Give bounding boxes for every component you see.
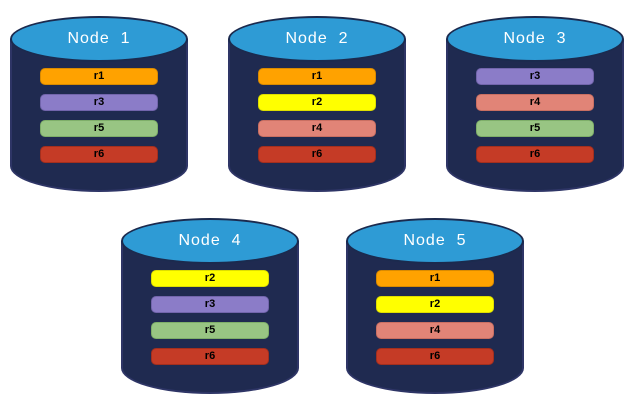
- replica-bar: r2: [151, 270, 269, 287]
- cylinder-body: [446, 39, 624, 192]
- replica-bar: r6: [258, 146, 376, 163]
- node-title: Node 1: [67, 30, 131, 47]
- db-node-2: Node 2 r1 r2 r4 r6: [228, 16, 406, 192]
- db-node-1: Node 1 r1 r3 r5 r6: [10, 16, 188, 192]
- replica-bar: r3: [151, 296, 269, 313]
- replica-bar: r6: [376, 348, 494, 365]
- node-title: Node 2: [285, 30, 349, 47]
- replica-bar: r4: [258, 120, 376, 137]
- replica-bar: r2: [376, 296, 494, 313]
- cylinder-body: [10, 39, 188, 192]
- replica-bar: r1: [40, 68, 158, 85]
- cylinder-body: [121, 241, 299, 394]
- node-title: Node 4: [178, 232, 242, 249]
- replica-list: r1 r3 r5 r6: [10, 68, 188, 163]
- cylinder-top: Node 5: [346, 218, 524, 264]
- node-title: Node 3: [503, 30, 567, 47]
- db-node-5: Node 5 r1 r2 r4 r6: [346, 218, 524, 394]
- replica-bar: r5: [40, 120, 158, 137]
- cylinder-top: Node 2: [228, 16, 406, 62]
- replica-bar: r4: [476, 94, 594, 111]
- replica-bar: r5: [476, 120, 594, 137]
- replica-bar: r4: [376, 322, 494, 339]
- replica-bar: r3: [476, 68, 594, 85]
- replica-list: r1 r2 r4 r6: [228, 68, 406, 163]
- cylinder-body: [228, 39, 406, 192]
- replica-bar: r6: [151, 348, 269, 365]
- replica-bar: r1: [258, 68, 376, 85]
- replica-bar: r6: [476, 146, 594, 163]
- db-node-3: Node 3 r3 r4 r5 r6: [446, 16, 624, 192]
- cylinder-body: [346, 241, 524, 394]
- replica-list: r2 r3 r5 r6: [121, 270, 299, 365]
- replica-list: r1 r2 r4 r6: [346, 270, 524, 365]
- replica-list: r3 r4 r5 r6: [446, 68, 624, 163]
- replica-bar: r2: [258, 94, 376, 111]
- cylinder-top: Node 3: [446, 16, 624, 62]
- db-node-4: Node 4 r2 r3 r5 r6: [121, 218, 299, 394]
- node-title: Node 5: [403, 232, 467, 249]
- cylinder-top: Node 1: [10, 16, 188, 62]
- replica-bar: r6: [40, 146, 158, 163]
- replica-bar: r1: [376, 270, 494, 287]
- replica-bar: r3: [40, 94, 158, 111]
- cylinder-top: Node 4: [121, 218, 299, 264]
- replica-bar: r5: [151, 322, 269, 339]
